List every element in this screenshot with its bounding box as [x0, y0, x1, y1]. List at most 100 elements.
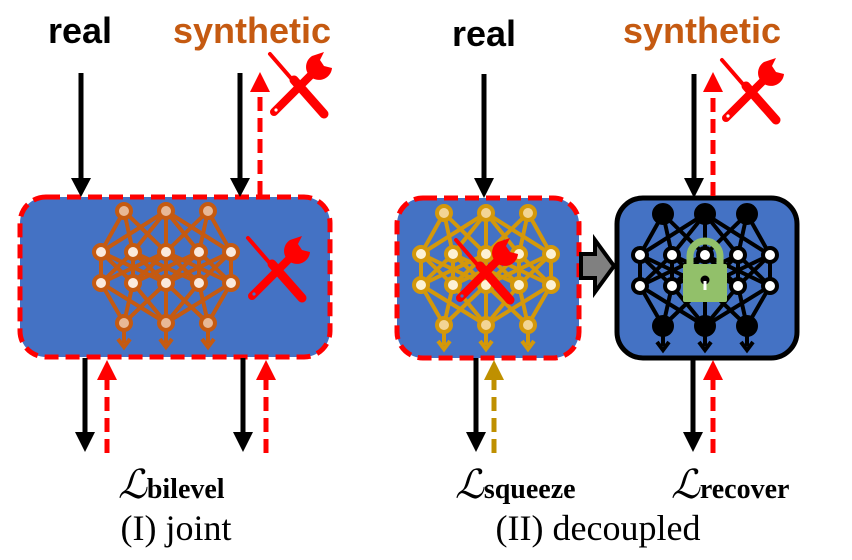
network-edge — [100, 250, 167, 285]
squeeze-output-arrow — [466, 358, 486, 452]
network-node — [157, 274, 175, 292]
recover-gradient-arrow — [703, 360, 723, 453]
network-node — [729, 277, 747, 295]
tools-icon — [720, 58, 784, 125]
network-output-arrowhead — [655, 340, 671, 354]
network-squeeze — [412, 204, 560, 353]
network-node — [631, 277, 649, 295]
network-node — [652, 203, 674, 225]
network-node — [477, 245, 495, 263]
transfer-arrow — [579, 233, 617, 299]
network-edge — [638, 284, 707, 328]
network-edge — [99, 209, 168, 254]
network-node — [444, 276, 462, 294]
real-input-arrow — [71, 73, 91, 197]
real-label: real — [48, 10, 112, 51]
squeeze-gradient-arrow — [484, 360, 504, 453]
network-node — [761, 277, 779, 295]
network-output-arrowhead — [158, 337, 174, 351]
network-joint — [92, 202, 240, 351]
network-node — [519, 204, 537, 222]
network-node — [510, 276, 528, 294]
network-node — [199, 314, 217, 332]
network-node — [412, 245, 430, 263]
network-node — [115, 202, 133, 220]
network-node — [199, 202, 217, 220]
caption-decoupled: (II) decoupled — [496, 508, 701, 548]
network-edge — [99, 281, 168, 325]
network-edge — [164, 281, 233, 325]
network-node — [663, 246, 681, 264]
network-node — [444, 245, 462, 263]
network-edge — [164, 209, 233, 254]
network-node — [736, 315, 758, 337]
network-node — [435, 316, 453, 334]
network-edge — [484, 283, 530, 327]
network-edge — [442, 211, 488, 256]
panel-decoupled: real synthetic — [394, 10, 800, 548]
panel-joint: real synthetic — [17, 10, 333, 548]
network-edge — [638, 212, 707, 257]
network-node — [542, 276, 560, 294]
network-edge — [165, 250, 232, 285]
network-output-arrowhead — [520, 339, 536, 353]
network-node — [761, 246, 779, 264]
synthetic-label: synthetic — [173, 10, 331, 51]
network-edge — [484, 211, 530, 256]
network-node — [124, 243, 142, 261]
network-node — [124, 274, 142, 292]
network-edge — [132, 250, 200, 285]
network-edge — [122, 281, 168, 325]
network-node — [694, 315, 716, 337]
caption-joint: (I) joint — [121, 508, 232, 548]
tools-icon — [454, 238, 518, 305]
network-edge — [164, 209, 210, 254]
network-node — [736, 203, 758, 225]
synthetic-input-arrow — [684, 74, 704, 198]
real-label: real — [452, 13, 516, 54]
network-node — [729, 246, 747, 264]
network-node — [190, 243, 208, 261]
synthetic-gradient-arrow — [250, 72, 270, 195]
network-node — [696, 246, 714, 264]
network-node — [157, 314, 175, 332]
network-node — [477, 316, 495, 334]
synthetic-loss-gradient-arrow — [256, 360, 276, 453]
tools-icon — [268, 52, 332, 119]
tools-icon — [246, 236, 310, 303]
network-node — [190, 274, 208, 292]
network-output-arrowhead — [478, 339, 494, 353]
real-input-arrow — [474, 74, 494, 198]
network-output-arrowhead — [739, 340, 755, 354]
network-output-arrowhead — [116, 337, 132, 351]
network-node — [92, 274, 110, 292]
network-node — [694, 203, 716, 225]
network-edge — [639, 253, 706, 288]
network-node — [222, 243, 240, 261]
lock-icon — [683, 237, 727, 302]
network-edge — [703, 284, 772, 328]
network-node — [157, 243, 175, 261]
network-edge — [703, 212, 772, 257]
network-node — [542, 245, 560, 263]
real-output-arrow — [75, 358, 95, 452]
network-node — [115, 314, 133, 332]
network-node — [519, 316, 537, 334]
network-output-arrowhead — [200, 337, 216, 351]
network-edge — [484, 211, 553, 256]
network-edge — [419, 211, 488, 256]
synthetic-input-arrow — [230, 73, 250, 197]
loss-squeeze: ℒsqueeze — [455, 462, 576, 507]
network-edge — [442, 283, 488, 327]
network-node — [157, 202, 175, 220]
network-node — [631, 246, 649, 264]
network-node — [222, 274, 240, 292]
network-node — [435, 204, 453, 222]
recover-output-arrow — [683, 360, 703, 452]
network-edge — [164, 281, 210, 325]
loss-bilevel: ℒbilevel — [118, 462, 225, 507]
synthetic-output-arrow — [233, 358, 253, 452]
real-loss-gradient-arrow — [97, 360, 117, 453]
